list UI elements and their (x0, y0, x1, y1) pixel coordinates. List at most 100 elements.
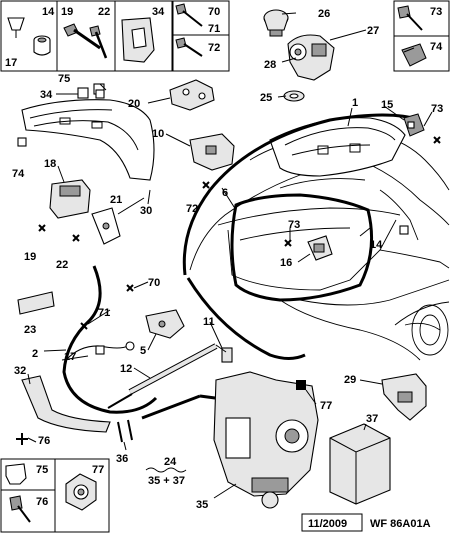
box-label-19: 19 (61, 6, 73, 18)
callout-36: 36 (116, 453, 128, 465)
footer-date: 11/2009 (308, 518, 347, 530)
box-label-22: 22 (98, 6, 110, 18)
callout-10: 10 (152, 128, 164, 140)
screw-x-marks (38, 136, 441, 330)
screws-36-drawing (117, 419, 133, 443)
callout-25: 25 (260, 92, 272, 104)
callout-29: 29 (344, 374, 356, 386)
callout-71: 71 (98, 307, 110, 319)
gas-strut-12-drawing (107, 343, 218, 409)
box-label-70: 70 (208, 6, 220, 18)
boot-lid-1-drawing (269, 117, 406, 177)
boot-seal-6-drawing (230, 193, 374, 302)
callout-6: 6 (222, 187, 228, 199)
box-label-72: 72 (208, 42, 220, 54)
motor-assembly-35-drawing (213, 371, 319, 509)
arm-2-drawing (62, 265, 158, 414)
callout-28: 28 (264, 59, 276, 71)
footer-reference: 11/2009 WF 86A01A (301, 513, 431, 532)
fastener-panel-top-right: 73 74 (393, 0, 450, 72)
clip-75-drawing (5, 463, 27, 485)
group-24-formula: 35 + 37 (145, 467, 187, 487)
switch-29-drawing (381, 373, 427, 421)
screw-73-drawing (397, 5, 423, 31)
box-label-34: 34 (152, 6, 165, 18)
box-label-76: 76 (36, 496, 48, 508)
callout-20: 20 (128, 98, 140, 110)
lock-barrel-28-drawing (287, 34, 335, 81)
callout-76: 76 (38, 435, 50, 447)
box-label-75: 75 (36, 464, 48, 476)
plug-74-drawing (401, 43, 427, 67)
callout-77: 77 (320, 400, 332, 412)
grommet-17-drawing (33, 35, 51, 56)
leader-lines (27, 12, 433, 499)
callout-2: 2 (32, 348, 38, 360)
marker-74-box (17, 137, 27, 147)
callout-19: 19 (24, 251, 36, 263)
marker-75-box (95, 89, 105, 99)
box-label-17: 17 (5, 57, 17, 69)
formula-35-plus-37: 35 + 37 (148, 475, 185, 487)
plus-mark-76 (16, 433, 28, 445)
callout-27: 27 (367, 25, 379, 37)
release-cables (182, 113, 421, 360)
callout-70: 70 (148, 277, 160, 289)
screw-70-drawing (175, 3, 203, 27)
callout-11: 11 (203, 316, 215, 328)
fastener-panel-top-left: 14 17 19 22 34 70 71 72 (0, 0, 230, 72)
trim-panel-30-drawing (21, 83, 155, 181)
nut-77-drawing (65, 473, 97, 511)
bracket-21-drawing (91, 207, 121, 245)
button-26-drawing (263, 9, 289, 37)
sensor-16-drawing (307, 235, 333, 261)
connector-11-drawing (215, 344, 233, 363)
screw-72-drawing (175, 37, 203, 57)
callout-21: 21 (110, 194, 122, 206)
washer-25-drawing (283, 90, 305, 102)
nut-77-marker (296, 380, 306, 390)
switch-15-drawing (403, 113, 425, 137)
callout-22: 22 (56, 259, 68, 271)
box-label-73: 73 (430, 6, 442, 18)
callout-32: 32 (14, 365, 26, 377)
box-label-74: 74 (430, 41, 443, 53)
callout-23: 23 (24, 324, 36, 336)
callout-18: 18 (44, 158, 56, 170)
marker-17-box (95, 345, 105, 355)
callout-labels: 1 2 5 6 10 11 12 14 15 16 17 18 19 20 21… (12, 8, 443, 511)
marker-14-box (399, 225, 409, 235)
footer-reference-code: WF 86A01A (370, 518, 431, 530)
clip-14-drawing (7, 17, 25, 38)
callout-15: 15 (381, 99, 393, 111)
callout-34: 34 (40, 89, 53, 101)
callout-30: 30 (140, 205, 152, 217)
latch-mechanism-18-drawing (49, 179, 91, 219)
callout-37: 37 (366, 413, 378, 425)
fastener-panel-bottom-left: 75 76 77 (0, 458, 110, 533)
screw-22-drawing (89, 25, 108, 59)
bracket-20-drawing (169, 79, 215, 111)
label-plate-23-drawing (17, 291, 55, 315)
box-label-14: 14 (42, 6, 55, 18)
callout-16: 16 (280, 257, 292, 269)
box-label-71: 71 (208, 23, 220, 35)
trim-32-drawing (21, 375, 111, 433)
clip-34-drawing (121, 17, 155, 63)
box-label-77: 77 (92, 464, 104, 476)
callout-73-boot: 73 (288, 219, 300, 231)
callout-14: 14 (370, 239, 383, 251)
callout-72: 72 (186, 203, 198, 215)
bracket-5-drawing (145, 309, 185, 339)
callout-75: 75 (58, 73, 70, 85)
lock-assembly-10-drawing (189, 133, 235, 171)
callout-74: 74 (12, 168, 25, 180)
screw-19-drawing (63, 23, 101, 50)
callout-24: 24 (164, 456, 177, 468)
callout-12: 12 (120, 363, 132, 375)
ecu-37-drawing (329, 423, 391, 505)
callout-1: 1 (352, 97, 358, 109)
screw-76-drawing (9, 495, 31, 523)
callout-17: 17 (64, 351, 76, 363)
